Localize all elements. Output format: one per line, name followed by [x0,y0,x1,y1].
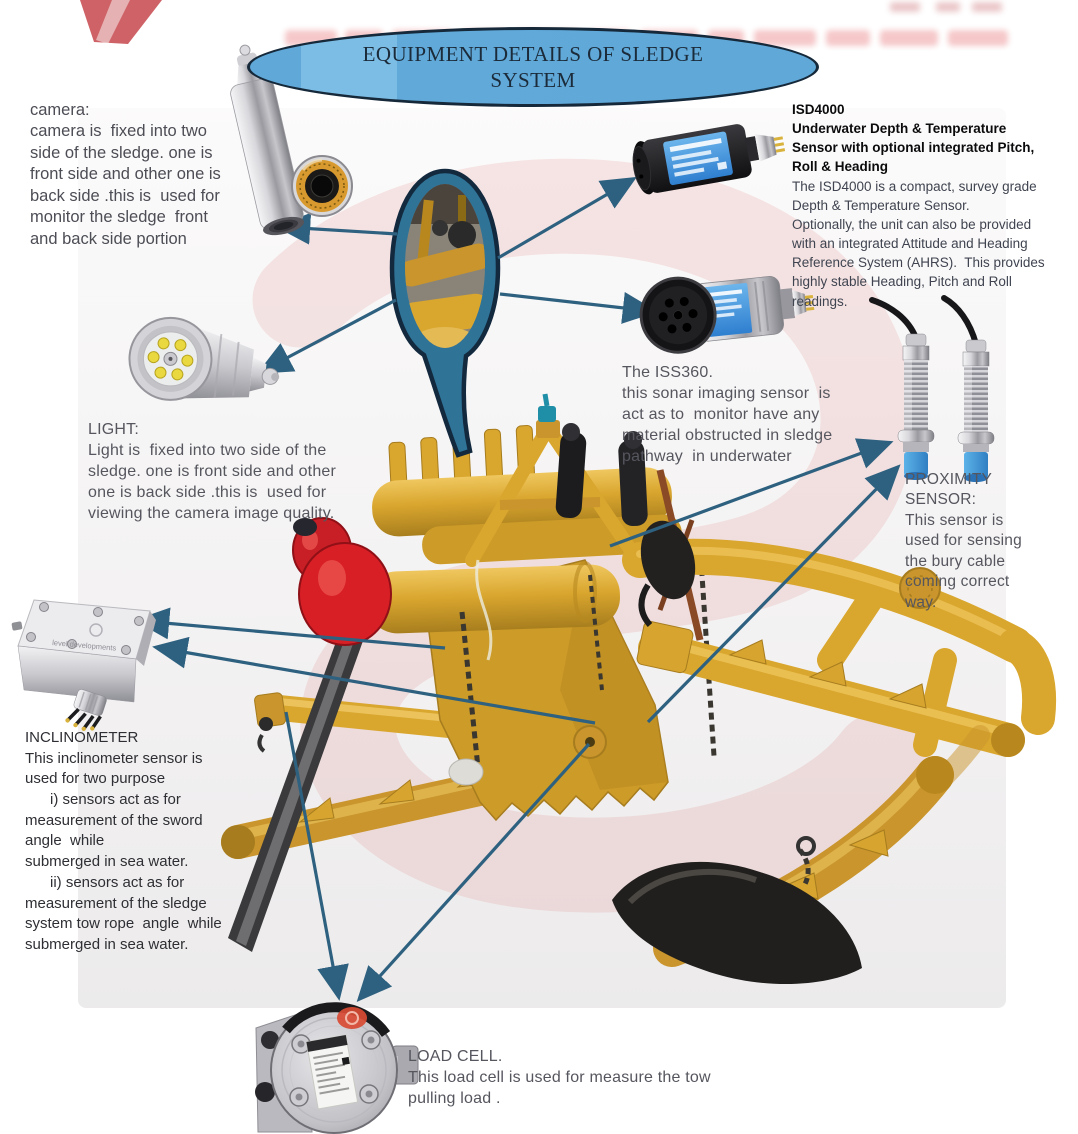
proximity-note: PROXIMITY SENSOR:This sensor is used for… [905,470,1061,613]
arrow-loadcell-2 [356,742,591,1002]
proximity-sensor-2 [957,339,995,482]
arrow-light [256,298,397,374]
isd4000-note-body: The ISD4000 is a compact, survey grade D… [792,178,1045,309]
inclinometer-image: level developments [11,599,156,732]
load-cell-note-body: This load cell is used for measure the t… [408,1069,711,1108]
arrow-proximity-1 [609,438,894,548]
iss360-note-body: this sonar imaging sensor is act as to m… [622,385,833,466]
iss360-note: The ISS360. this sonar imaging sensor is … [622,362,870,468]
light-note-heading: LIGHT: [88,421,139,438]
iss360-note-heading: The ISS360. [622,364,714,381]
inclinometer-note: INCLINOMETER This inclinometer sensor is … [25,728,245,956]
page-title-line1: EQUIPMENT DETAILS OF SLEDGE [362,42,704,66]
isd4000-note-heading: ISD4000 [792,102,845,117]
light-note-body: Light is fixed into two side of the sled… [88,442,337,523]
buoy-floats [292,517,392,646]
camera-lens-image [291,155,353,217]
proximity-sensor-1 [897,333,935,480]
iss360-sonar-image [639,276,815,354]
load-cell-image [255,1002,419,1134]
arrow-proximity-2 [646,464,901,724]
light-note: LIGHT: Light is fixed into two side of th… [88,419,346,525]
page-title-line2: SYSTEM [490,68,576,92]
underwater-light-image [128,316,280,401]
arrow-inclinometer-2 [152,636,596,725]
load-cell-note-heading: LOAD CELL. [408,1048,503,1065]
camera-note: camera: camera is fixed into two side of … [30,100,286,250]
arrow-inclinometer-1 [134,607,446,650]
arrow-loadcell-1 [284,711,349,1001]
load-cell-note: LOAD CELL. This load cell is used for mea… [408,1046,740,1109]
camera-note-heading: camera: [30,101,90,119]
arrow-isd4000 [497,176,637,260]
proximity-note-body: This sensor is used for sensing the bury… [905,511,1022,611]
proximity-sensors-image [869,295,995,482]
isd4000-sensor-image [632,124,786,195]
annotation-arrows [134,176,901,1002]
arrow-camera [275,212,398,245]
title-ellipse: EQUIPMENT DETAILS OF SLEDGE SYSTEM [247,27,819,107]
callout-balloon [389,168,501,458]
inclinometer-note-heading: INCLINOMETER [25,729,139,746]
arrow-iss360 [499,292,658,324]
proximity-note-heading: PROXIMITY SENSOR: [905,471,993,509]
sledge-machine-image [221,393,1057,985]
inclinometer-note-body: This inclinometer sensor is used for two… [25,749,222,953]
isd4000-note-subheading: Underwater Depth & Temperature Sensor wi… [792,121,1035,175]
corner-logo [80,0,162,44]
camera-note-body: camera is fixed into two side of the sle… [30,122,221,248]
